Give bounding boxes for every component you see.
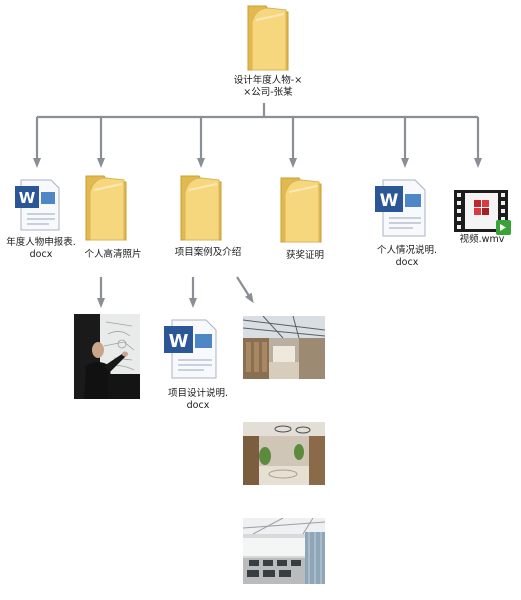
child-2-label: 个人高清照片 xyxy=(84,249,142,260)
root-label: 设计年度人物-× ×公司-张某 xyxy=(233,75,303,98)
child-2-folder[interactable] xyxy=(78,170,134,244)
folder-icon xyxy=(247,5,289,71)
project-document-label: 项目设计说明. docx xyxy=(167,388,229,411)
child-1-label: 年度人物申报表. docx xyxy=(6,237,76,260)
word-document-icon: W xyxy=(164,319,217,379)
video-file-icon xyxy=(454,190,511,235)
child-5-label: 个人情况说明. docx xyxy=(376,245,438,268)
child-6-video[interactable] xyxy=(452,186,514,238)
svg-text:W: W xyxy=(169,331,189,352)
project-photo-interior xyxy=(243,422,325,485)
portrait-photo xyxy=(74,314,140,399)
arrow-to-project-photos xyxy=(236,276,254,304)
root-folder[interactable] xyxy=(238,0,298,74)
svg-text:W: W xyxy=(19,189,36,207)
folder-icon xyxy=(85,175,127,241)
child-4-label: 获奖证明 xyxy=(285,250,324,261)
child-3-folder[interactable] xyxy=(173,170,229,244)
folder-icon xyxy=(280,177,322,243)
word-document-icon: W xyxy=(15,179,60,231)
child-6-label: 视频.wmv xyxy=(459,234,505,245)
child-3-label: 项目案例及介绍 xyxy=(174,247,242,258)
folder-icon xyxy=(180,175,222,241)
project-document[interactable]: W xyxy=(162,318,220,380)
svg-text:W: W xyxy=(380,191,399,211)
project-photo-atrium xyxy=(243,316,325,379)
project-photo-office xyxy=(243,518,325,584)
child-5-document[interactable]: W xyxy=(373,178,429,238)
word-document-icon: W xyxy=(375,179,426,237)
child-4-folder[interactable] xyxy=(273,172,329,246)
child-1-document[interactable]: W xyxy=(13,178,63,232)
